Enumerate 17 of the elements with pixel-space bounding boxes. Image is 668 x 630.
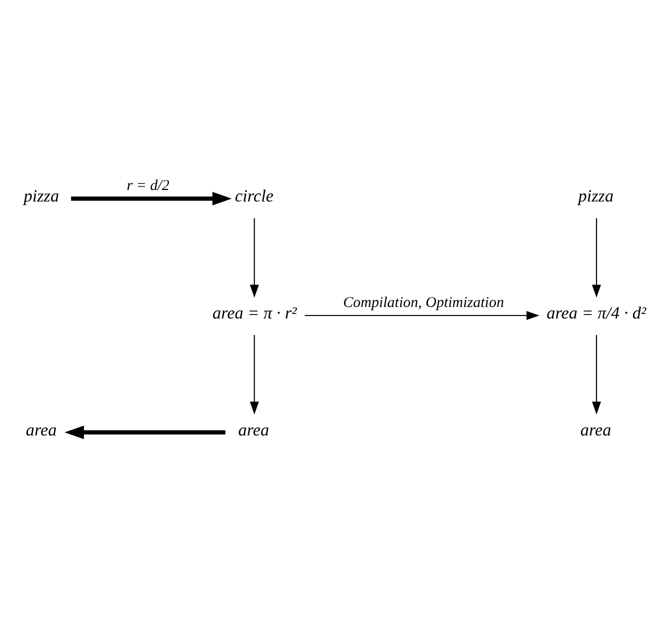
- arrow: [250, 218, 259, 298]
- arrow: [71, 191, 232, 205]
- node-text: area = π/4 · d²: [546, 303, 646, 322]
- node-text: pizza: [578, 186, 614, 206]
- node-text: area = π · r²: [212, 303, 297, 322]
- node-text: area: [26, 420, 57, 439]
- node-text: area: [580, 420, 612, 439]
- arrow: [592, 218, 602, 298]
- arrow: [250, 334, 259, 414]
- arrow: [592, 334, 602, 414]
- node-text: circle: [235, 186, 274, 206]
- node-text: pizza: [24, 186, 60, 206]
- edge-label: r = d/2: [126, 178, 170, 194]
- node-text: area: [238, 420, 270, 439]
- arrow: [64, 425, 226, 439]
- edge-label: Compilation, Optimization: [343, 294, 504, 311]
- arrow: [304, 310, 540, 320]
